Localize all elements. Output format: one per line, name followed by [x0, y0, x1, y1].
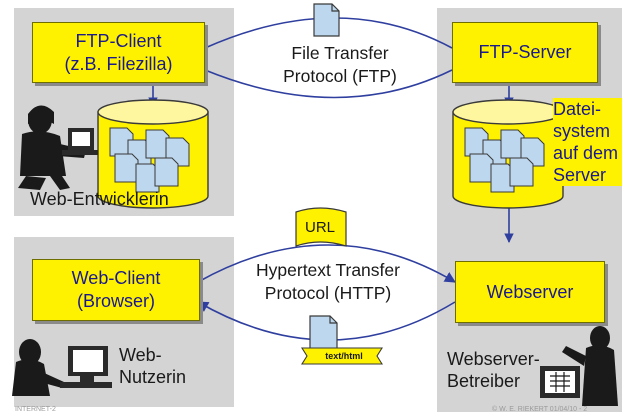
- operator-label-line1: Webserver-: [447, 349, 540, 369]
- web-client-label: Web-Client: [71, 268, 161, 288]
- webserver-box: Webserver: [455, 261, 605, 323]
- url-scroll-icon: [295, 207, 347, 247]
- ftp-connection-arc-bottom: [204, 69, 453, 99]
- ftp-protocol-line2: Protocol (FTP): [283, 66, 397, 86]
- filesystem-line4: Server: [553, 165, 607, 185]
- html-document-icon: [301, 315, 383, 365]
- ftp-protocol-label: File Transfer Protocol (FTP): [250, 42, 430, 88]
- ftp-server-label: FTP-Server: [478, 42, 572, 62]
- ftp-client-label: FTP-Client: [75, 30, 162, 51]
- filesystem-line3: auf dem: [553, 143, 619, 163]
- filesystem-line1: Datei-: [553, 99, 602, 119]
- web-client-sublabel: (Browser): [76, 291, 155, 311]
- webserver-label: Webserver: [486, 281, 574, 302]
- user-label-line1: Web-: [119, 345, 162, 365]
- http-protocol-line1: Hypertext Transfer: [256, 260, 400, 280]
- ftp-document-icon: [313, 3, 340, 37]
- client-disk-icon: [97, 99, 209, 209]
- mime-tag: text/html: [325, 351, 363, 361]
- http-protocol-label: Hypertext Transfer Protocol (HTTP): [228, 259, 428, 305]
- developer-label: Web-Entwicklerin: [30, 189, 169, 209]
- user-label: Web- Nutzerin: [119, 344, 186, 388]
- filesystem-label: Datei- system auf dem Server: [553, 98, 622, 186]
- http-protocol-line2: Protocol (HTTP): [264, 283, 392, 303]
- http-request-arc: [197, 244, 456, 283]
- ftp-client-box: FTP-Client (z.B. Filezilla): [32, 22, 205, 83]
- user-person-icon: [12, 339, 112, 396]
- developer-person-icon: [18, 105, 98, 190]
- web-client-box: Web-Client (Browser): [32, 259, 200, 321]
- filesystem-line2: system: [553, 121, 611, 141]
- ftp-server-box: FTP-Server: [452, 22, 598, 83]
- user-label-line2: Nutzerin: [119, 367, 187, 387]
- operator-label: Webserver- Betreiber: [447, 348, 540, 392]
- ftp-protocol-line1: File Transfer: [291, 43, 389, 63]
- ftp-client-sublabel: (z.B. Filezilla): [64, 53, 173, 74]
- footer-left: INTERNET-2: [15, 406, 56, 413]
- server-disk-icon: [452, 99, 564, 209]
- url-tag: URL: [305, 219, 336, 236]
- footer-right: © W. E. RIEKERT 01/04/10 - 2: [492, 406, 588, 413]
- operator-person-icon: [540, 326, 618, 406]
- operator-label-line2: Betreiber: [447, 371, 521, 391]
